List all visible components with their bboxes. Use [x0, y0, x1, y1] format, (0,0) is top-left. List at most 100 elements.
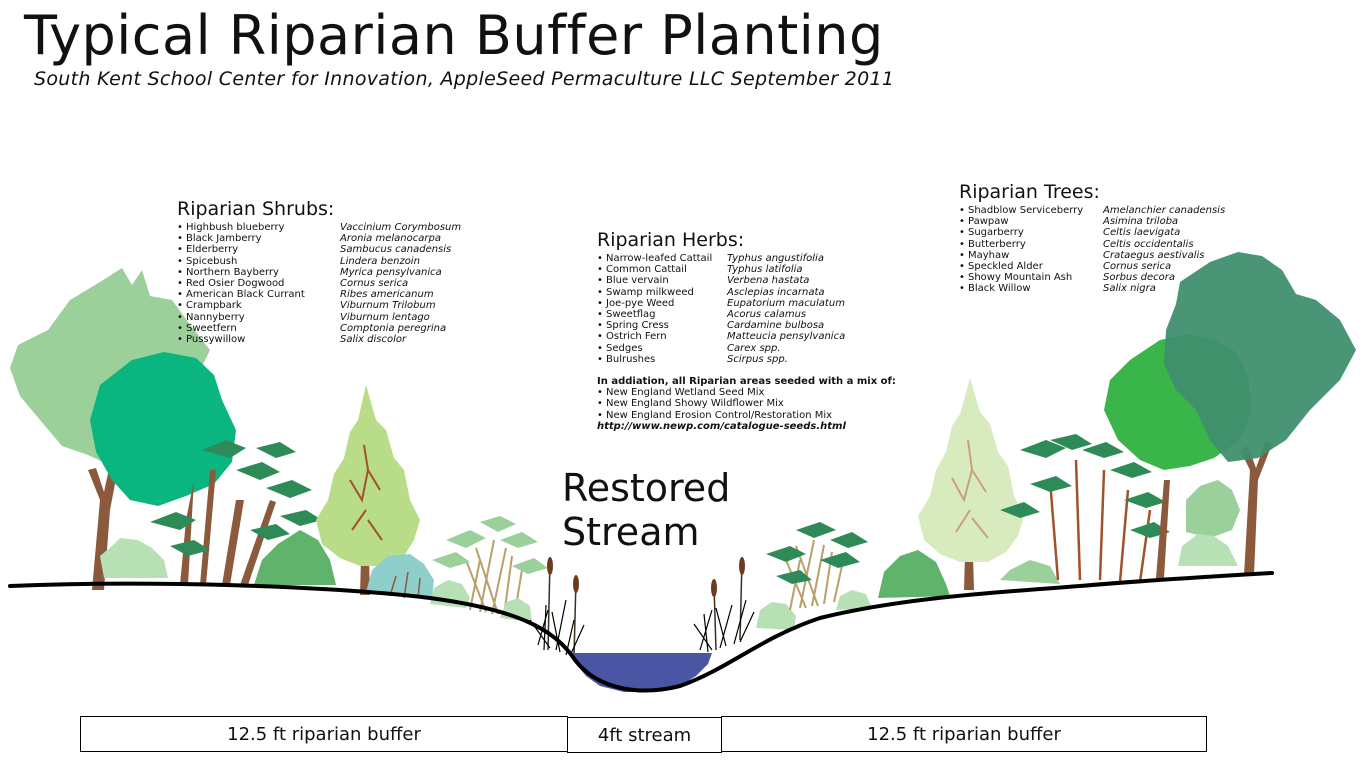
bullet-icon: • — [597, 398, 603, 410]
left-fern-shrub — [150, 440, 322, 585]
bullet-icon: • — [597, 331, 603, 343]
seed-catalogue-link[interactable]: http://www.newp.com/catalogue-seeds.html — [597, 420, 846, 432]
common-name: •Bulrushes — [597, 353, 656, 365]
common-name: •Common Cattail — [597, 264, 687, 276]
bullet-icon: • — [177, 300, 183, 312]
left-green-shrub — [254, 530, 336, 585]
scientific-name: Viburnum Trilobum — [340, 300, 436, 312]
common-name: •Narrow-leafed Cattail — [597, 253, 713, 264]
right-fern-shrub — [1000, 434, 1170, 584]
scientific-name: Celtis occidentalis — [1103, 238, 1194, 250]
left-large-tree — [10, 268, 236, 590]
common-name: •Blue vervain — [597, 275, 669, 287]
scientific-name: Asimina triloba — [1103, 216, 1179, 228]
common-name: •Speckled Alder — [959, 261, 1043, 273]
common-name: •Mayhaw — [959, 249, 1010, 261]
scientific-name: Sambucus canadensis — [340, 244, 452, 256]
common-name: •Red Osier Dogwood — [177, 278, 285, 290]
trees-heading: Riparian Trees: — [959, 181, 1100, 203]
right-buffer-dimension: 12.5 ft riparian buffer — [721, 716, 1207, 752]
seed-mix-list: •New England Wetland Seed Mix•New Englan… — [597, 387, 896, 421]
common-name: •Northern Bayberry — [177, 266, 279, 278]
bullet-icon: • — [597, 309, 603, 321]
seed-mix-item: •New England Wetland Seed Mix — [597, 387, 765, 399]
common-name: •Black Jamberry — [177, 233, 262, 245]
common-name: •Nannyberry — [177, 311, 245, 323]
common-name: •Shadblow Serviceberry — [959, 205, 1084, 216]
seed-mix-intro: In addiation, all Riparian areas seeded … — [597, 376, 896, 387]
right-conifer — [918, 378, 1024, 590]
list-item: •Nannyberry Viburnum lentago — [177, 312, 461, 323]
list-item: •Pawpaw Asimina triloba — [959, 216, 1225, 227]
bullet-icon: • — [597, 264, 603, 276]
bullet-icon: • — [959, 261, 965, 273]
bullet-icon: • — [959, 249, 965, 261]
scientific-name: Aronia melanocarpa — [340, 233, 441, 245]
list-item: •Crampbark Viburnum Trilobum — [177, 300, 461, 311]
seed-mix-note: In addiation, all Riparian areas seeded … — [597, 376, 896, 432]
bullet-icon: • — [597, 275, 603, 287]
common-name: •Spring Cress — [597, 320, 669, 332]
scientific-name: Cornus serica — [340, 278, 409, 290]
bullet-icon: • — [597, 387, 603, 399]
list-item: •Black Jamberry Aronia melanocarpa — [177, 233, 461, 244]
common-name: •Highbush blueberry — [177, 222, 285, 233]
bullet-icon: • — [177, 233, 183, 245]
left-conifer — [316, 385, 420, 595]
right-large-trees — [1104, 252, 1356, 578]
scientific-name: Viburnum lentago — [340, 311, 430, 323]
right-buffer-label: 12.5 ft riparian buffer — [867, 723, 1061, 745]
page-title: Typical Riparian Buffer Planting — [24, 4, 884, 67]
scientific-name: Matteucia pensylvanica — [727, 331, 846, 343]
scientific-name: Verbena hastata — [727, 275, 810, 287]
bullet-icon: • — [177, 289, 183, 301]
bullet-icon: • — [177, 255, 183, 267]
scientific-name: Celtis laevigata — [1103, 227, 1181, 239]
common-name: •Crampbark — [177, 300, 242, 312]
right-small-round-shrub — [756, 590, 872, 630]
common-name: •Sedges — [597, 342, 643, 354]
stream-label-line1: Restored — [562, 466, 731, 510]
bullet-icon: • — [959, 205, 965, 216]
common-name: •Butterberry — [959, 238, 1026, 250]
scientific-name: Salix discolor — [340, 334, 407, 346]
list-item: •Speckled Alder Cornus serica — [959, 261, 1225, 272]
common-name: •Ostrich Fern — [597, 331, 667, 343]
scientific-name: Cardamine bulbosa — [727, 320, 825, 332]
bullet-icon: • — [177, 244, 183, 256]
common-name: •Showy Mountain Ash — [959, 272, 1073, 284]
scientific-name: Cornus serica — [1103, 261, 1172, 273]
scientific-name: Asclepias incarnata — [727, 286, 825, 298]
bullet-icon: • — [959, 238, 965, 250]
scientific-name: Lindera benzoin — [340, 255, 420, 267]
bullet-icon: • — [597, 353, 603, 365]
right-grassy-shrub — [766, 522, 868, 611]
seed-mix-item: •New England Showy Wildflower Mix — [597, 398, 784, 410]
scientific-name: Eupatorium maculatum — [727, 297, 845, 309]
scientific-name: Acorus calamus — [727, 309, 807, 321]
list-item: •Red Osier Dogwood Cornus serica — [177, 278, 461, 289]
bullet-icon: • — [597, 286, 603, 298]
ground-line — [8, 571, 1274, 693]
bullet-icon: • — [597, 320, 603, 332]
list-item: •Ostrich Fern Matteucia pensylvanica — [597, 331, 845, 342]
common-name: •Pawpaw — [959, 216, 1009, 228]
bullet-icon: • — [959, 216, 965, 228]
left-pale-shrub — [100, 538, 168, 578]
